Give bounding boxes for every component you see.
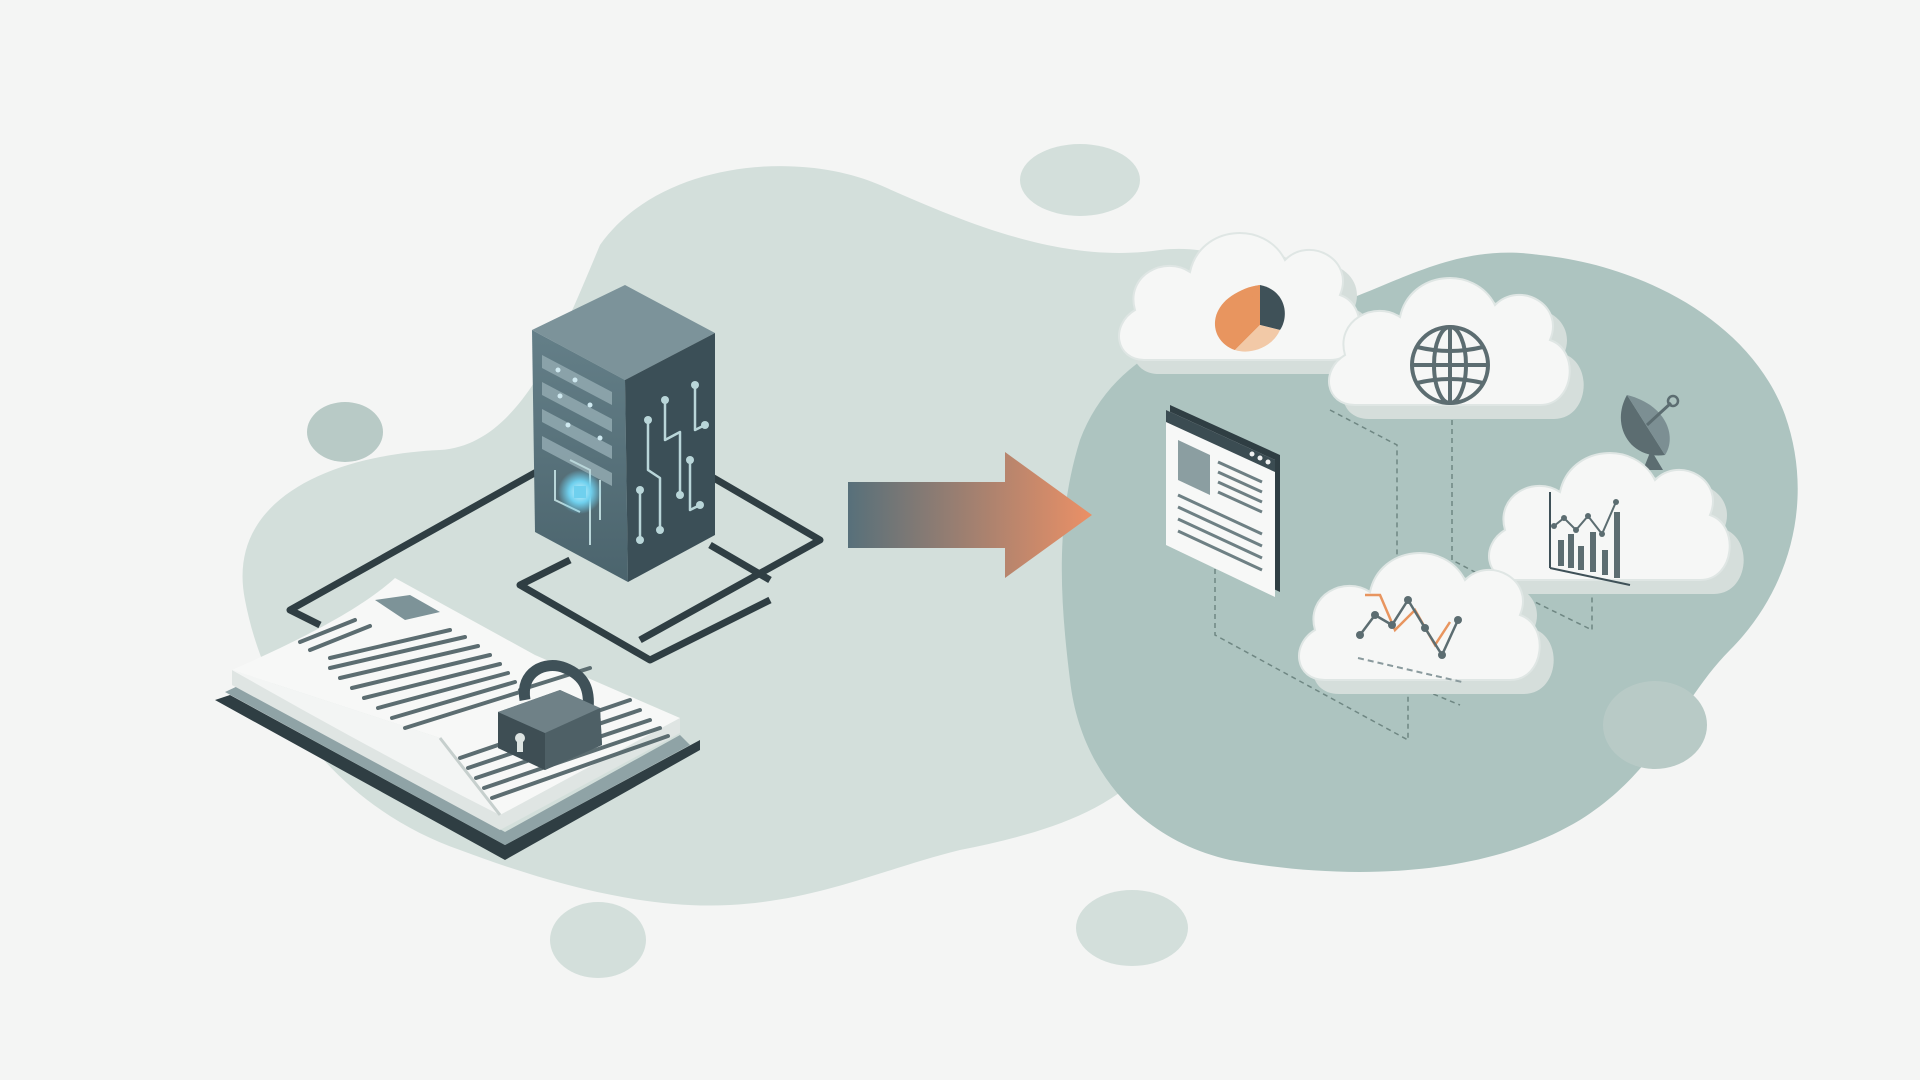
server-rack-icon xyxy=(532,285,715,582)
globe-cloud-icon xyxy=(1327,277,1584,419)
small-blob xyxy=(307,402,383,462)
pie-chart-cloud-icon xyxy=(1117,232,1374,374)
connection-lines xyxy=(286,466,824,664)
small-blob xyxy=(1603,681,1707,769)
small-blob xyxy=(1076,890,1188,966)
padlock-icon xyxy=(498,660,602,770)
gradient-arrow-right-icon xyxy=(848,452,1092,578)
bar-chart-cloud-icon xyxy=(1487,452,1744,594)
line-chart-cloud-icon xyxy=(1297,552,1554,694)
small-blob xyxy=(550,902,646,978)
open-book-icon xyxy=(215,578,700,860)
satellite-dish-icon xyxy=(1620,394,1680,470)
small-blob xyxy=(1020,144,1140,216)
web-document-icon xyxy=(1166,405,1280,597)
